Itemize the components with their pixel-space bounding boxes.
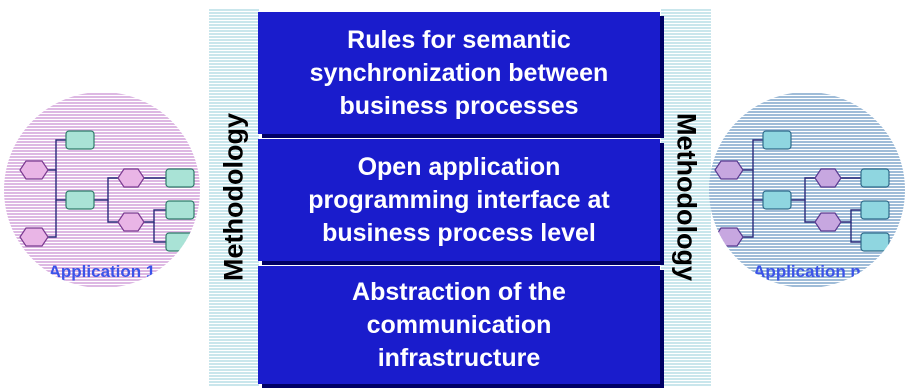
layer-text-line: business process level [322, 218, 596, 247]
layer-communication-abstraction: Abstraction of the communication infrast… [258, 266, 660, 384]
layer-text-line: Rules for semantic [347, 25, 571, 54]
methodology-pillar-right: Methodology [661, 8, 711, 386]
layer-semantic-rules: Rules for semantic synchronization betwe… [258, 12, 660, 134]
layer-text-line: Open application [357, 152, 561, 181]
application-1-label: Application 1 [48, 262, 156, 281]
process-flow-icon [19, 130, 195, 252]
layer-open-api: Open application programming interface a… [258, 139, 660, 261]
layer-text-line: communication [366, 310, 552, 339]
layer-text-line: infrastructure [377, 343, 541, 372]
methodology-label-left: Methodology [218, 113, 249, 281]
application-n-circle: Application n [709, 92, 905, 288]
application-n-label: Application n [753, 262, 861, 281]
methodology-pillar-left: Methodology [209, 8, 259, 386]
layer-text-line: business processes [339, 91, 579, 120]
layer-text-line: synchronization between [309, 58, 609, 87]
process-flow-icon [714, 130, 890, 252]
layer-text-line: Abstraction of the [352, 277, 566, 306]
application-1-circle: Application 1 [4, 92, 200, 288]
methodology-label-right: Methodology [671, 113, 702, 281]
layer-text-line: programming interface at [308, 185, 610, 214]
